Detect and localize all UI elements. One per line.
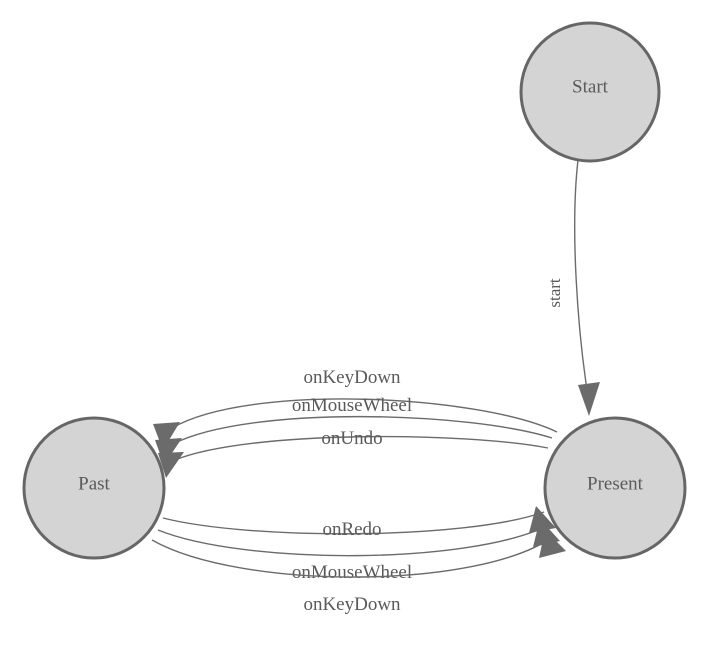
edge-start-to-present-path <box>574 159 588 391</box>
node-start-label: Start <box>572 76 609 97</box>
edge-past-to-present-onkeydown-label: onKeyDown <box>303 594 401 615</box>
edge-past-to-present-onredo-arrowhead <box>529 506 556 533</box>
edge-present-to-past-onkeydown[interactable]: onKeyDown <box>153 367 558 450</box>
node-past[interactable]: Past <box>22 416 166 560</box>
edge-present-to-past-onmousewheel[interactable]: onMouseWheel <box>155 395 553 465</box>
edge-start-to-present[interactable]: start <box>545 159 600 416</box>
edge-past-to-present-onredo-path <box>162 511 545 535</box>
node-start[interactable]: Start <box>519 21 661 163</box>
edge-past-to-present-onmousewheel-path <box>157 524 550 557</box>
edge-start-to-present-label: start <box>545 278 564 308</box>
edge-past-to-present-onmousewheel-label: onMouseWheel <box>292 562 412 583</box>
node-present[interactable]: Present <box>543 416 687 560</box>
edge-present-to-past-onundo-arrowhead <box>158 452 184 478</box>
node-past-label: Past <box>78 473 110 494</box>
edge-present-to-past-onmousewheel-label: onMouseWheel <box>292 395 412 416</box>
node-present-circle <box>543 416 687 560</box>
edge-past-to-present-onredo-label: onRedo <box>322 519 381 540</box>
edge-past-to-present-onredo[interactable]: onRedo <box>162 506 556 540</box>
edge-present-to-past-onundo-label: onUndo <box>321 428 382 449</box>
node-start-circle <box>519 21 661 163</box>
edge-past-to-present-onkeydown-path <box>151 535 555 578</box>
edge-present-to-past-onkeydown-label: onKeyDown <box>303 367 401 388</box>
edge-present-to-past-onkeydown-path <box>171 398 558 433</box>
node-past-circle <box>22 416 166 560</box>
edge-start-to-present-arrowhead <box>578 382 600 416</box>
node-present-label: Present <box>587 473 644 494</box>
edge-present-to-past-onkeydown-arrowhead <box>153 422 180 450</box>
edge-present-to-past-onmousewheel-path <box>172 415 553 445</box>
edge-present-to-past-onundo-path <box>174 435 549 461</box>
edge-past-to-present-onkeydown-arrowhead <box>539 530 566 558</box>
edge-present-to-past-onundo[interactable]: onUndo <box>158 428 549 478</box>
edge-past-to-present-onkeydown[interactable]: onKeyDown <box>151 530 566 615</box>
